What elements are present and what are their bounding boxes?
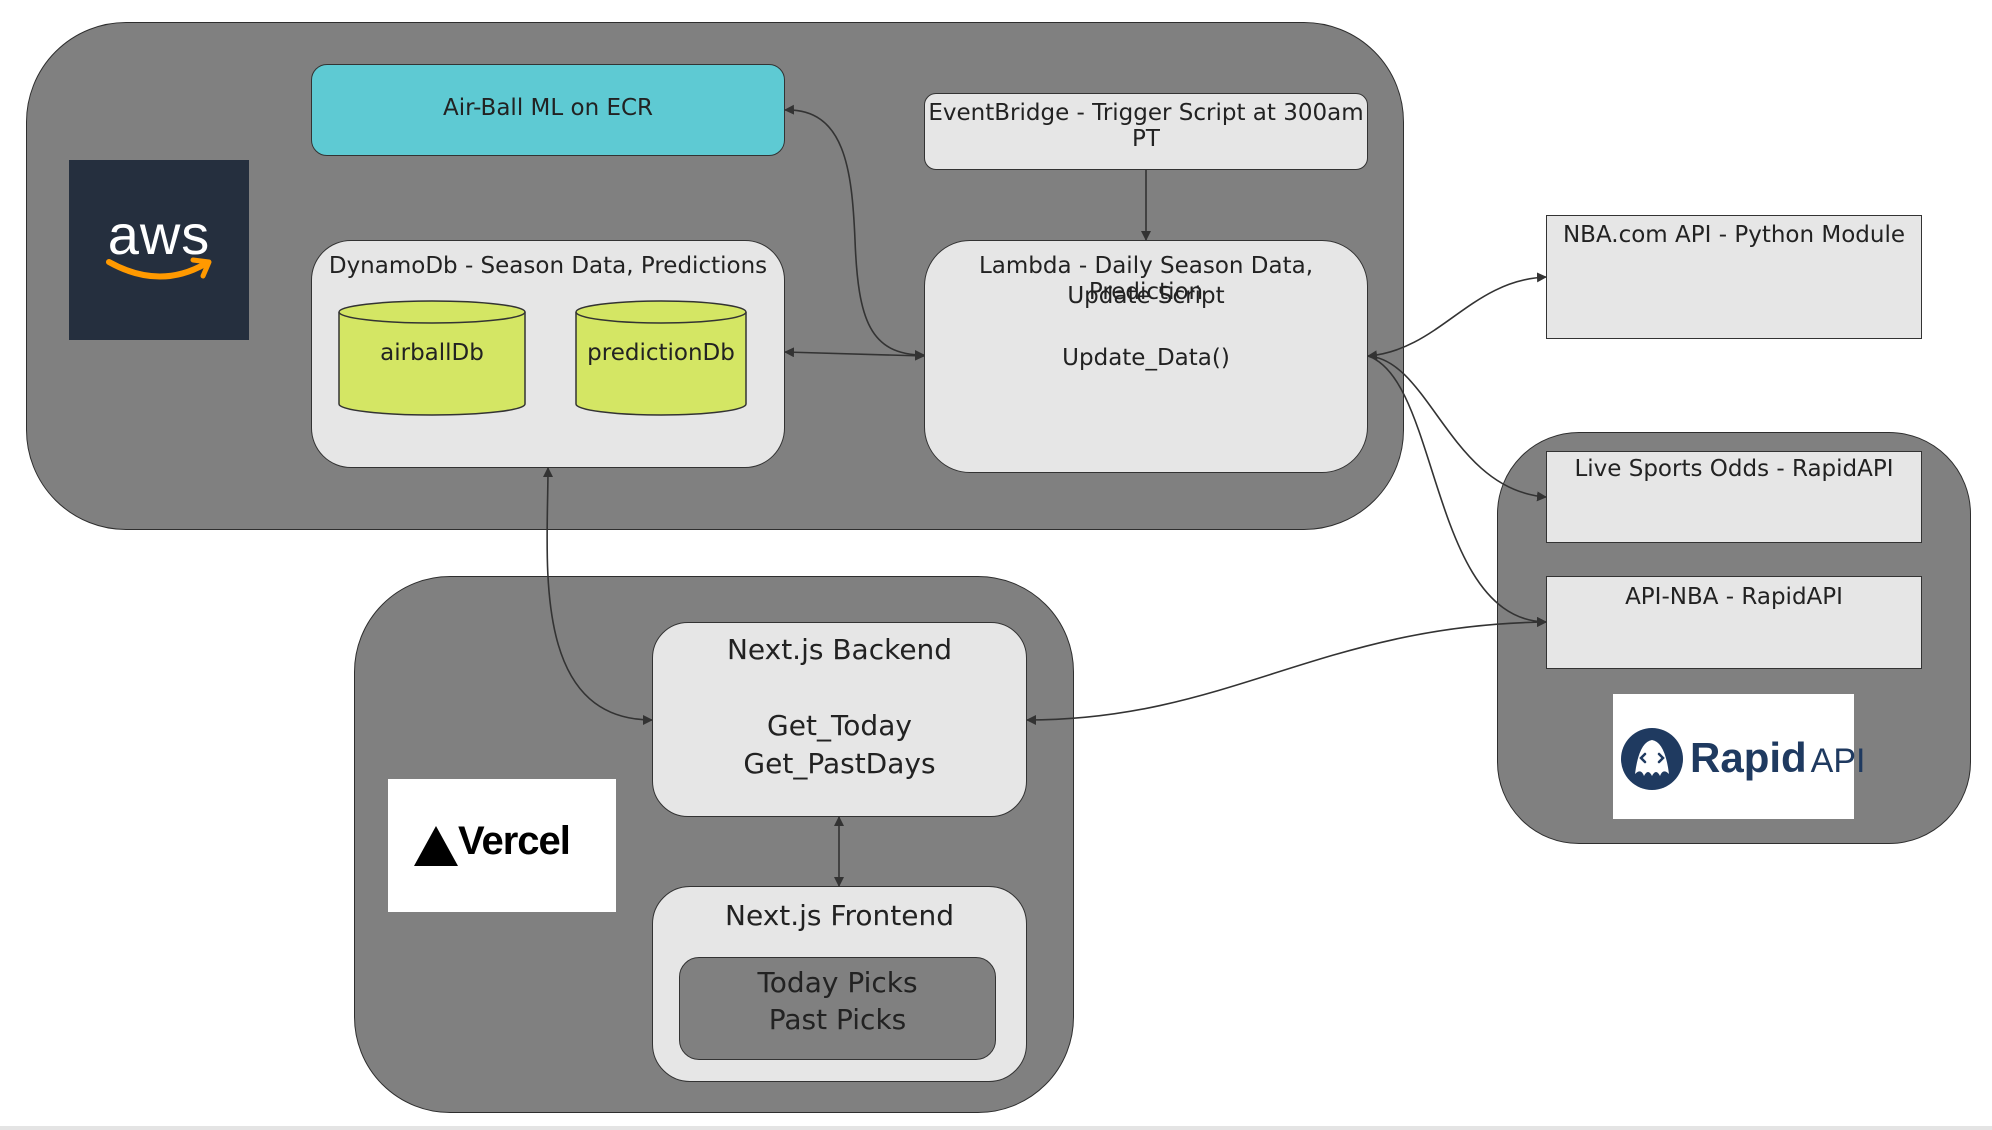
live-odds-node: Live Sports Odds - RapidAPI xyxy=(1546,451,1922,543)
edge-lambda-api-nba xyxy=(1367,355,1547,627)
lambda-node: Lambda - Daily Season Data, Prediction U… xyxy=(924,240,1368,473)
edge-dynamodb-backend xyxy=(542,467,653,725)
frontend-line-today-picks: Today Picks xyxy=(757,966,918,999)
bottom-divider xyxy=(0,1126,1992,1130)
edge-lambda-live-odds xyxy=(1367,355,1547,502)
edge-lambda-nba-api xyxy=(1367,272,1547,361)
ecr-label: Air-Ball ML on ECR xyxy=(442,95,654,121)
nba-api-label: NBA.com API - Python Module xyxy=(1562,222,1906,248)
frontend-pages-box: Today Picks Past Picks xyxy=(679,957,996,1060)
dynamodb-title: DynamoDb - Season Data, Predictions xyxy=(328,253,768,279)
lambda-function: Update_Data() xyxy=(1062,345,1230,371)
edge-dynamodb-lambda xyxy=(784,347,925,361)
octopus-icon xyxy=(1621,728,1683,790)
predictiondb-label: predictionDb xyxy=(587,340,735,366)
airballdb-cylinder: airballDb xyxy=(338,300,526,418)
backend-line-get-today: Get_Today xyxy=(767,709,912,742)
nba-api-node: NBA.com API - Python Module xyxy=(1546,215,1922,339)
aws-logo-text: aws xyxy=(107,203,211,266)
airballdb-label: airballDb xyxy=(380,340,484,366)
api-nba-node: API-NBA - RapidAPI xyxy=(1546,576,1922,669)
lambda-title-line2: Update Script xyxy=(1067,283,1225,309)
backend-line-get-pastdays: Get_PastDays xyxy=(743,747,936,780)
live-odds-label: Live Sports Odds - RapidAPI xyxy=(1574,456,1894,482)
backend-node: Next.js Backend Get_Today Get_PastDays xyxy=(652,622,1027,817)
api-nba-label: API-NBA - RapidAPI xyxy=(1625,584,1843,610)
vercel-logo-text: Vercel xyxy=(458,819,571,863)
triangle-icon xyxy=(414,826,458,866)
database-icon xyxy=(338,300,526,416)
lambda-title-line1: Lambda - Daily Season Data, Prediction xyxy=(978,253,1314,305)
frontend-title: Next.js Frontend xyxy=(725,899,954,932)
eventbridge-label: EventBridge - Trigger Script at 300am PT xyxy=(928,100,1364,152)
edge-ecr-lambda xyxy=(784,104,925,360)
vercel-logo: Vercel xyxy=(388,779,616,912)
api-word: API xyxy=(1810,742,1866,780)
aws-logo: aws xyxy=(69,160,249,340)
backend-title: Next.js Backend xyxy=(726,633,953,666)
rapid-word: Rapid xyxy=(1690,734,1807,781)
eventbridge-node: EventBridge - Trigger Script at 300am PT xyxy=(924,93,1368,170)
frontend-line-past-picks: Past Picks xyxy=(768,1003,907,1036)
database-icon xyxy=(575,300,747,416)
ecr-node: Air-Ball ML on ECR xyxy=(311,64,785,156)
edge-backend-api-nba xyxy=(1026,617,1547,725)
aws-smile-icon xyxy=(106,257,212,280)
predictiondb-cylinder: predictionDb xyxy=(575,300,747,418)
